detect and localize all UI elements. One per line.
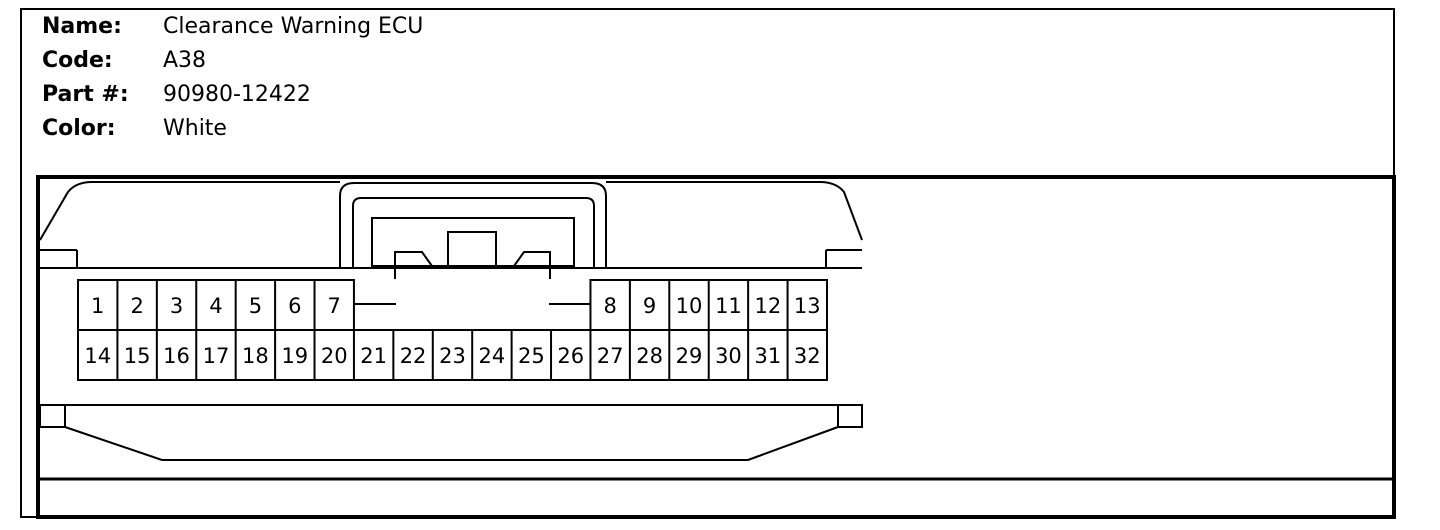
pin-label: 11 (715, 294, 742, 318)
pins-bottom-row: 14 15 16 17 18 19 20 21 22 23 24 25 26 27 28 29 30 31 32 (84, 330, 828, 380)
connector-panel (36, 175, 1396, 519)
connector-housing (39, 181, 863, 461)
pin-label: 23 (439, 344, 466, 368)
pin-label: 14 (84, 344, 111, 368)
pin-label: 22 (400, 344, 427, 368)
pin-label: 18 (242, 344, 269, 368)
pin-label: 27 (597, 344, 624, 368)
pin-label: 29 (676, 344, 703, 368)
color-label: Color: (42, 116, 116, 141)
pin-label: 12 (754, 294, 781, 318)
pin-label: 17 (203, 344, 230, 368)
pin-label: 25 (518, 344, 545, 368)
pin-label: 32 (794, 344, 821, 368)
diagram-frame (20, 8, 1395, 518)
key-gap (354, 279, 590, 303)
pin-label: 5 (249, 294, 262, 318)
pin-label: 30 (715, 344, 742, 368)
pin-label: 7 (328, 294, 341, 318)
pin-label: 21 (360, 344, 387, 368)
pin-label: 15 (124, 344, 151, 368)
code-label: Code: (42, 48, 113, 73)
pin-label: 3 (170, 294, 183, 318)
pin-label: 9 (643, 294, 656, 318)
pin-label: 2 (130, 294, 143, 318)
part-label: Part #: (42, 82, 129, 107)
pin-label: 24 (479, 344, 506, 368)
pin-label: 8 (603, 294, 616, 318)
pin-label: 13 (794, 294, 821, 318)
pin-label: 19 (281, 344, 308, 368)
pin-label: 10 (676, 294, 703, 318)
pin-label: 6 (288, 294, 301, 318)
pin-label: 1 (91, 294, 104, 318)
pin-label: 4 (209, 294, 222, 318)
part-value: 90980-12422 (163, 82, 311, 107)
pin-label: 20 (321, 344, 348, 368)
code-value: A38 (163, 48, 207, 73)
color-value: White (163, 116, 227, 141)
pin-label: 28 (636, 344, 663, 368)
pin-label: 16 (163, 344, 190, 368)
name-label: Name: (42, 14, 122, 39)
pin-label: 26 (557, 344, 584, 368)
name-value: Clearance Warning ECU (163, 14, 424, 39)
pin-label: 31 (754, 344, 781, 368)
